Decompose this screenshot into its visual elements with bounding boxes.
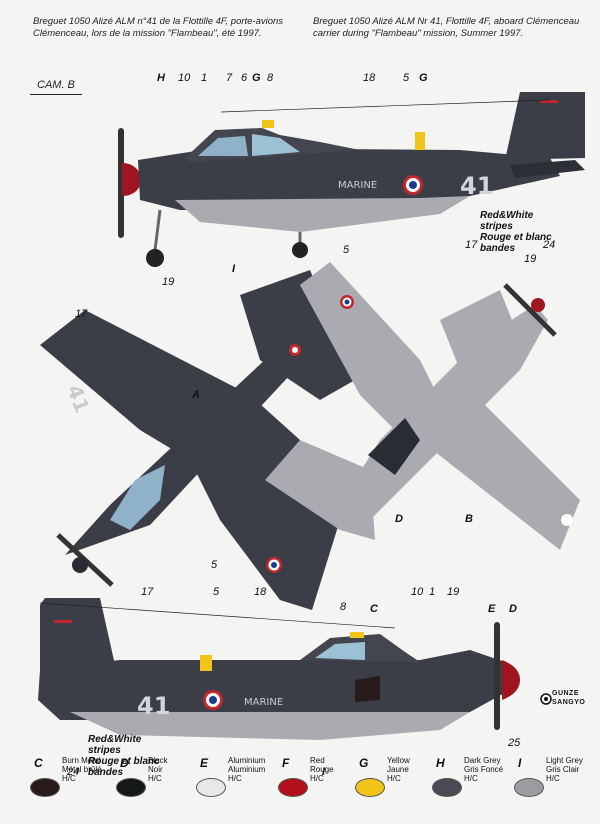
cam-underline [30, 94, 82, 95]
callout-top-24: 24 [543, 239, 556, 251]
callout-top-8: 8 [267, 72, 274, 84]
callout-bot-I: I [322, 766, 326, 778]
callout-bot-25: 25 [508, 737, 521, 749]
top-marine-marking: MARINE [338, 180, 377, 191]
callout-bot-E: E [488, 603, 496, 615]
callout-mid-D: D [395, 513, 403, 525]
callout-bot-17: 17 [141, 586, 154, 598]
swatch-aluminium [196, 778, 226, 797]
swatch-yellow [355, 778, 385, 797]
callout-mid-B: B [465, 513, 473, 525]
callout-top-18: 18 [363, 72, 376, 84]
callout-top-6: 6 [241, 72, 248, 84]
callout-bot-1: 1 [429, 586, 436, 598]
swatch-red [278, 778, 308, 797]
callout-top-19: 19 [162, 276, 175, 288]
camouflage-scheme-label: CAM. B [37, 79, 75, 91]
gunze-sangyo-logo: GUNZE SANGYO [540, 687, 588, 715]
callout-top-17: 17 [465, 239, 478, 251]
callout-bot-C: C [370, 603, 378, 615]
bottom-marine-marking: MARINE [244, 697, 283, 708]
top-code-marking: 41 [460, 172, 493, 200]
swatch-light-grey [514, 778, 544, 797]
callout-bot-24: 24 [67, 766, 80, 778]
callout-mid-17: 17 [75, 308, 88, 320]
caption-french: Breguet 1050 Alizé ALM n°41 de la Flotti… [33, 16, 284, 39]
callout-mid-5a: 5 [343, 244, 350, 256]
callout-bot-D: D [509, 603, 517, 615]
side-view-right: MARINE 41 [38, 598, 520, 740]
callout-bot-5: 5 [213, 586, 220, 598]
callout-top-5: 5 [403, 72, 410, 84]
callout-bot-8: 8 [340, 601, 347, 613]
callout-mid-A: A [192, 389, 200, 401]
logo-gunze-text: GUNZE [552, 690, 579, 697]
logo-sangyo-text: SANGYO [552, 699, 586, 706]
callout-top-G: G [252, 72, 261, 84]
callout-top-H: H [157, 72, 165, 84]
swatch-dark-grey [432, 778, 462, 797]
callout-top-I: I [232, 263, 236, 275]
callout-bot-18: 18 [254, 586, 267, 598]
callout-top-1: 1 [201, 72, 208, 84]
bottom-code-marking: 41 [137, 692, 170, 720]
callout-bot-10: 10 [411, 586, 424, 598]
swatch-black [116, 778, 146, 797]
callout-top-10: 10 [178, 72, 191, 84]
bottom-view-aircraft [265, 262, 580, 550]
callout-mid-5b: 5 [211, 559, 218, 571]
callout-mid-19: 19 [524, 253, 537, 265]
swatch-burn-metal [30, 778, 60, 797]
side-view-left: MARINE 41 [118, 92, 585, 267]
top-view-aircraft: 41 [40, 270, 355, 610]
caption-english: Breguet 1050 Alizé ALM Nr 41, Flottille … [313, 16, 580, 39]
callout-bot-19: 19 [447, 586, 460, 598]
callout-top-7: 7 [226, 72, 233, 84]
callout-top-G2: G [419, 72, 428, 84]
